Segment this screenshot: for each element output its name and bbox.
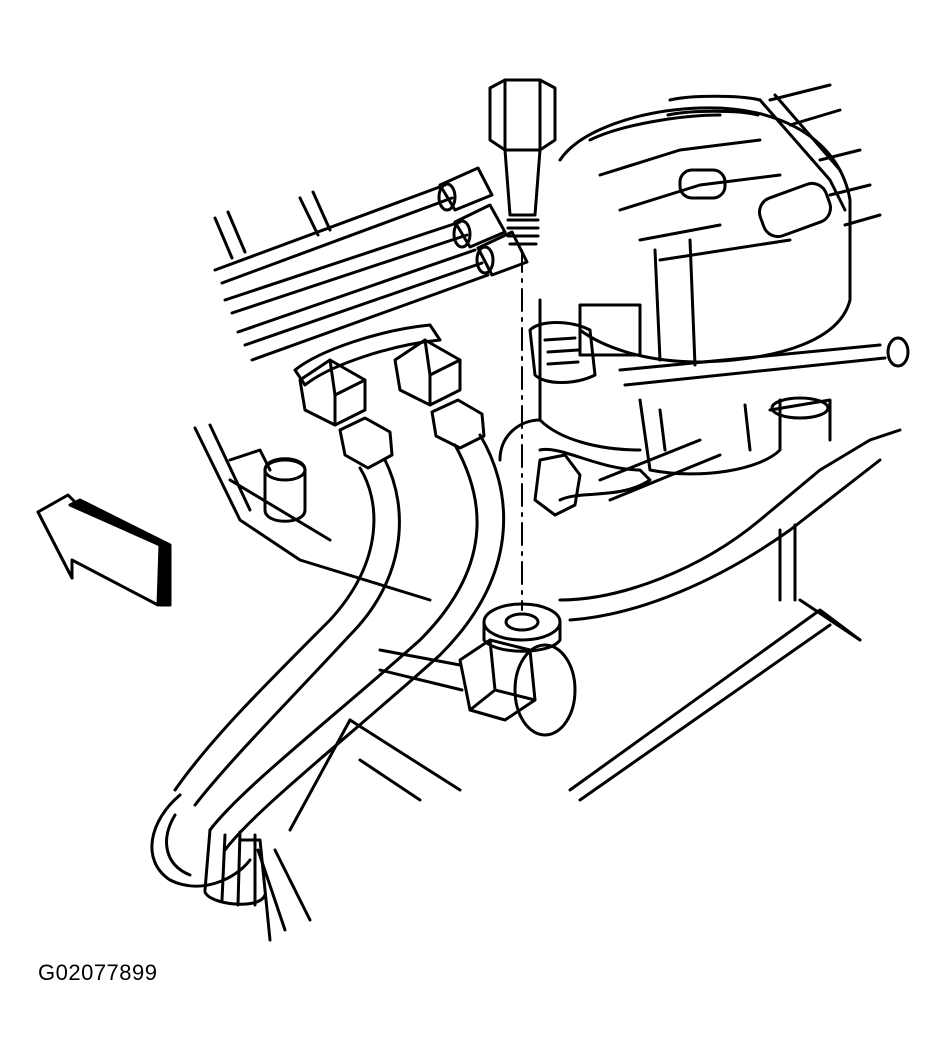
line-fitting (378, 438, 722, 737)
figure-id-label: G02077899 (38, 960, 158, 985)
bolt (488, 78, 557, 246)
engine-block-outline (193, 418, 902, 832)
distributor-body (528, 298, 910, 476)
front-direction-arrow-icon (36, 493, 172, 607)
fuel-lines (150, 323, 506, 942)
distributor-cap (558, 83, 882, 367)
spark-plug-wires (213, 166, 529, 362)
